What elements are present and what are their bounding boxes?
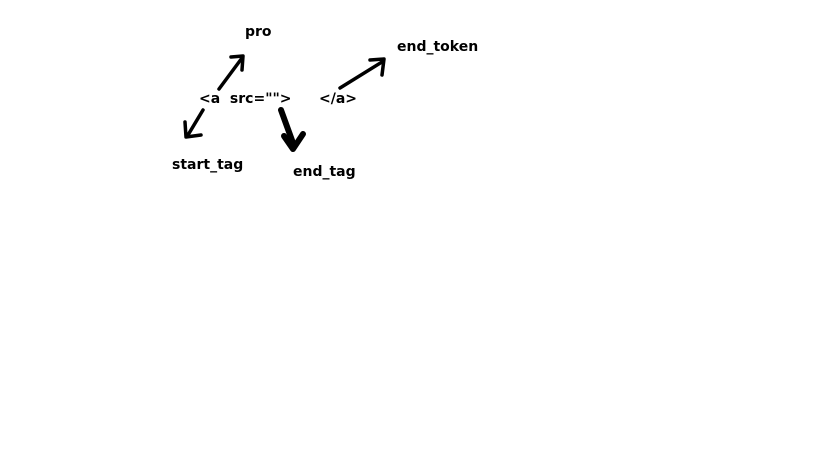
arrow-to-start-tag <box>183 108 205 139</box>
arrow-to-pro <box>217 54 245 91</box>
label-pro: pro <box>245 24 272 40</box>
label-end-token: end_token <box>397 39 479 55</box>
close-tag-code: </a> <box>319 91 358 107</box>
arrow-to-end-tag <box>278 107 306 152</box>
label-end-tag: end_tag <box>293 164 356 180</box>
open-tag-code: <a src=""> <box>199 91 292 107</box>
label-start-tag: start_tag <box>172 157 244 173</box>
arrow-to-end-token <box>338 57 386 90</box>
